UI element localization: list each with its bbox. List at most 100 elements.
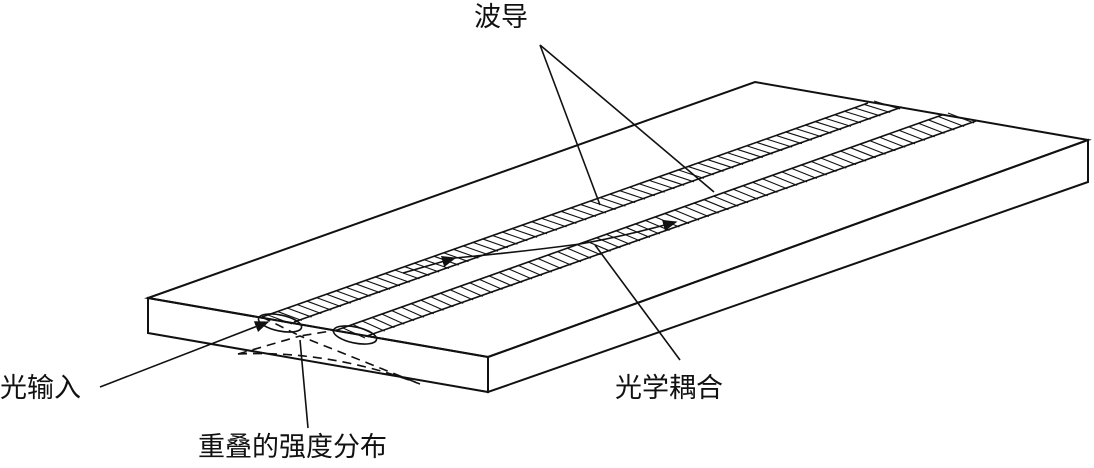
hatch-line <box>508 268 533 280</box>
hatch-line <box>678 169 705 179</box>
hatch-line <box>502 231 528 242</box>
hatch-line <box>742 185 768 197</box>
hatch-line <box>557 251 582 263</box>
hatch-line <box>518 265 543 277</box>
hatch-line <box>723 192 749 204</box>
hatch-line <box>733 188 759 200</box>
hatch-line <box>420 299 444 311</box>
hatch-line <box>404 266 430 276</box>
hatch-line <box>570 207 597 218</box>
hatch-line <box>869 140 896 152</box>
hatch-line <box>707 159 734 169</box>
hatch-line <box>746 145 773 155</box>
hatch-line <box>850 147 876 159</box>
hatch-line <box>776 134 803 145</box>
hatch-line <box>450 289 474 301</box>
hatch-line <box>703 199 729 211</box>
hatch-line <box>391 310 415 322</box>
waveguide-2 <box>336 112 977 339</box>
hatch-line <box>697 162 724 172</box>
hatch-line <box>824 117 852 127</box>
hatch-line <box>385 273 410 283</box>
hatch-line <box>547 254 572 266</box>
hatch-line <box>619 190 646 200</box>
waveguide-2-edge-a <box>336 114 943 331</box>
hatch-line <box>830 154 857 166</box>
hatch-line <box>629 186 656 197</box>
waveguide-2-hatching <box>342 112 975 339</box>
hatch-line <box>717 155 744 166</box>
hatch-line <box>336 290 361 301</box>
hatch-line <box>785 131 812 141</box>
hatch-line <box>590 200 616 211</box>
label-light-input: 光输入 <box>0 373 81 404</box>
hatch-line <box>947 112 975 124</box>
hatch-line <box>854 107 881 117</box>
slab-side-face <box>487 138 1089 394</box>
hatch-line <box>727 152 754 162</box>
hatch-line <box>649 179 675 190</box>
hatch-line <box>440 292 464 304</box>
hatch-line <box>664 213 690 225</box>
hatch-line <box>820 157 847 169</box>
waveguide-1 <box>261 100 903 325</box>
hatch-line <box>791 167 818 179</box>
hatch-line <box>586 240 611 252</box>
hatch-line <box>482 238 508 249</box>
hatch-line <box>528 261 552 273</box>
hatch-line <box>489 275 513 287</box>
hatch-line <box>430 296 454 308</box>
propagation-arrows <box>402 219 678 274</box>
hatch-line <box>414 262 440 273</box>
hatch-line <box>498 272 523 284</box>
hatch-line <box>844 110 871 120</box>
hatch-line <box>287 307 312 318</box>
hatch-line <box>479 278 503 290</box>
hatch-line <box>756 141 783 152</box>
hatch-line <box>658 176 685 186</box>
hatch-line <box>316 297 342 308</box>
leader-waveguide-1 <box>539 44 601 206</box>
label-waveguide: 波导 <box>474 2 528 33</box>
hatch-line <box>596 237 621 249</box>
hatch-line <box>713 195 739 207</box>
hatch-line <box>541 217 567 228</box>
hatch-line <box>362 320 385 332</box>
hatch-line <box>459 285 484 297</box>
leader-waveguide-2 <box>539 44 715 193</box>
hatch-line <box>365 279 391 290</box>
hatch-line <box>342 327 366 339</box>
hatch-line <box>372 317 395 329</box>
hatch-line <box>561 210 587 221</box>
hatch-line <box>674 209 700 221</box>
hatch-line <box>567 247 592 259</box>
hatch-line <box>521 224 548 235</box>
hatch-line <box>668 172 695 183</box>
hatch-line <box>688 166 714 176</box>
hatch-line <box>805 124 832 134</box>
hatch-line <box>795 128 822 138</box>
hatch-line <box>580 204 606 214</box>
hatch-line <box>473 241 499 252</box>
hatch-line <box>864 103 891 113</box>
hatch-line <box>492 235 518 245</box>
hatch-line <box>772 174 798 186</box>
hatch-line <box>606 233 631 245</box>
hatch-line <box>684 206 709 218</box>
hatch-line <box>811 161 837 173</box>
waveguide-1-edge-a <box>261 102 869 318</box>
hatch-line <box>834 114 861 124</box>
hatch-line <box>375 276 401 287</box>
hatch-line <box>928 119 955 131</box>
hatch-line <box>576 244 601 256</box>
hatch-line <box>512 228 538 238</box>
hatch-line <box>306 300 332 311</box>
hatch-line <box>766 138 793 148</box>
label-optical-coupling: 光学耦合 <box>615 373 723 404</box>
hatch-line <box>394 269 420 280</box>
hatch-line <box>762 178 788 190</box>
hatch-line <box>899 129 926 141</box>
hatch-line <box>694 202 719 214</box>
coupling-path-arrow <box>454 219 678 259</box>
